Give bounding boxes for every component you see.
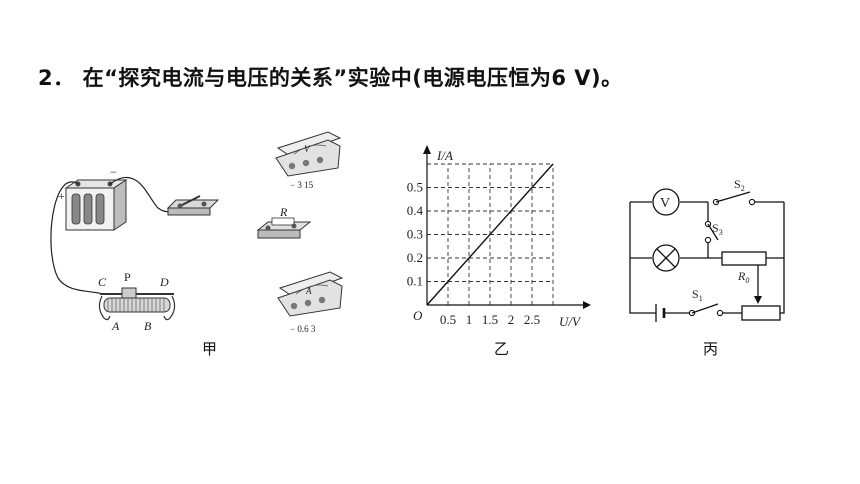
switch [166, 195, 220, 216]
switch-s3: S3 [704, 220, 723, 244]
data-series [426, 163, 554, 306]
x-axis-arrow [583, 301, 591, 309]
question-number: 2． [38, 66, 75, 90]
battery-symbol [655, 304, 666, 322]
y-tick-label: 0.4 [407, 203, 424, 218]
iu-graph: I/A U/V O 0.5 1 1.5 2 2.5 0.1 0.2 0.3 0.4 0.5 [407, 145, 591, 329]
rheostat-label-p: P [124, 270, 131, 284]
voltmeter-terminal-labels: − 3 15 [290, 180, 314, 190]
battery-minus-label: − [110, 165, 117, 179]
wire [629, 202, 656, 314]
resistor-r0: R0 [721, 251, 767, 285]
voltmeter-symbol: V [304, 144, 311, 154]
figure-bing-caption: 丙 [703, 340, 719, 358]
figure-jia: + − V − 3 15 R [48, 128, 358, 338]
resistor: R [256, 205, 312, 239]
voltmeter: V − 3 15 [275, 131, 342, 190]
series-line [426, 163, 554, 306]
s3-label: S3 [712, 221, 723, 237]
figure-yi-caption: 乙 [494, 340, 510, 358]
y-axis-label: I/A [436, 148, 453, 163]
rheostat-label-b: B [144, 319, 152, 333]
rheostat-symbol [741, 296, 781, 321]
x-tick-label: 2.5 [524, 312, 540, 327]
figure-yi: I/A U/V O 0.5 1 1.5 2 2.5 0.1 0.2 0.3 0.4 0.5 [395, 140, 595, 335]
r0-label: R0 [737, 269, 749, 285]
switch-s2: S2 [712, 177, 756, 206]
ammeter: A − 0.6 3 [277, 271, 344, 334]
tick-labels: 0.5 1 1.5 2 2.5 0.1 0.2 0.3 0.4 0.5 [407, 180, 540, 328]
s1-label: S1 [692, 287, 703, 303]
voltmeter-symbol [652, 188, 680, 216]
apparatus-drawing: + − V − 3 15 R [50, 131, 344, 334]
origin-label: O [413, 308, 423, 323]
y-tick-label: 0.1 [407, 274, 423, 289]
x-tick-label: 1.5 [482, 312, 498, 327]
question-text: 2． 在“探究电流与电压的关系”实验中(电源电压恒为6 V)。 [38, 62, 623, 92]
question-stem: 在“探究电流与电压的关系”实验中(电源电压恒为6 V)。 [82, 66, 623, 90]
battery: + − [58, 165, 128, 231]
y-tick-label: 0.3 [407, 227, 423, 242]
figure-jia-caption: 甲 [202, 340, 218, 358]
voltmeter-label: V [660, 196, 670, 211]
wire [50, 181, 104, 295]
x-tick-label: 1 [466, 312, 473, 327]
x-tick-label: 2 [508, 312, 515, 327]
resistor-label: R [279, 205, 288, 219]
y-axis-arrow [423, 145, 431, 154]
battery-plus-label: + [58, 189, 65, 203]
lamp-symbol [652, 244, 680, 272]
circuit-diagram: V S2 S3 R0 [629, 177, 785, 322]
rheostat-label-a: A [111, 319, 120, 333]
switch-s1: S1 [688, 287, 724, 317]
s2-label: S2 [734, 177, 745, 193]
rheostat: C P D A B [98, 270, 176, 333]
rheostat-label-c: C [98, 275, 107, 289]
y-tick-label: 0.2 [407, 250, 423, 265]
rheostat-label-d: D [159, 275, 169, 289]
y-tick-label: 0.5 [407, 180, 423, 195]
ammeter-terminal-labels: − 0.6 3 [290, 324, 316, 334]
x-axis-label: U/V [559, 314, 582, 329]
figure-bing: V S2 S3 R0 [622, 170, 792, 330]
ammeter-symbol: A [305, 286, 312, 296]
x-tick-label: 0.5 [440, 312, 456, 327]
wire [780, 258, 785, 314]
